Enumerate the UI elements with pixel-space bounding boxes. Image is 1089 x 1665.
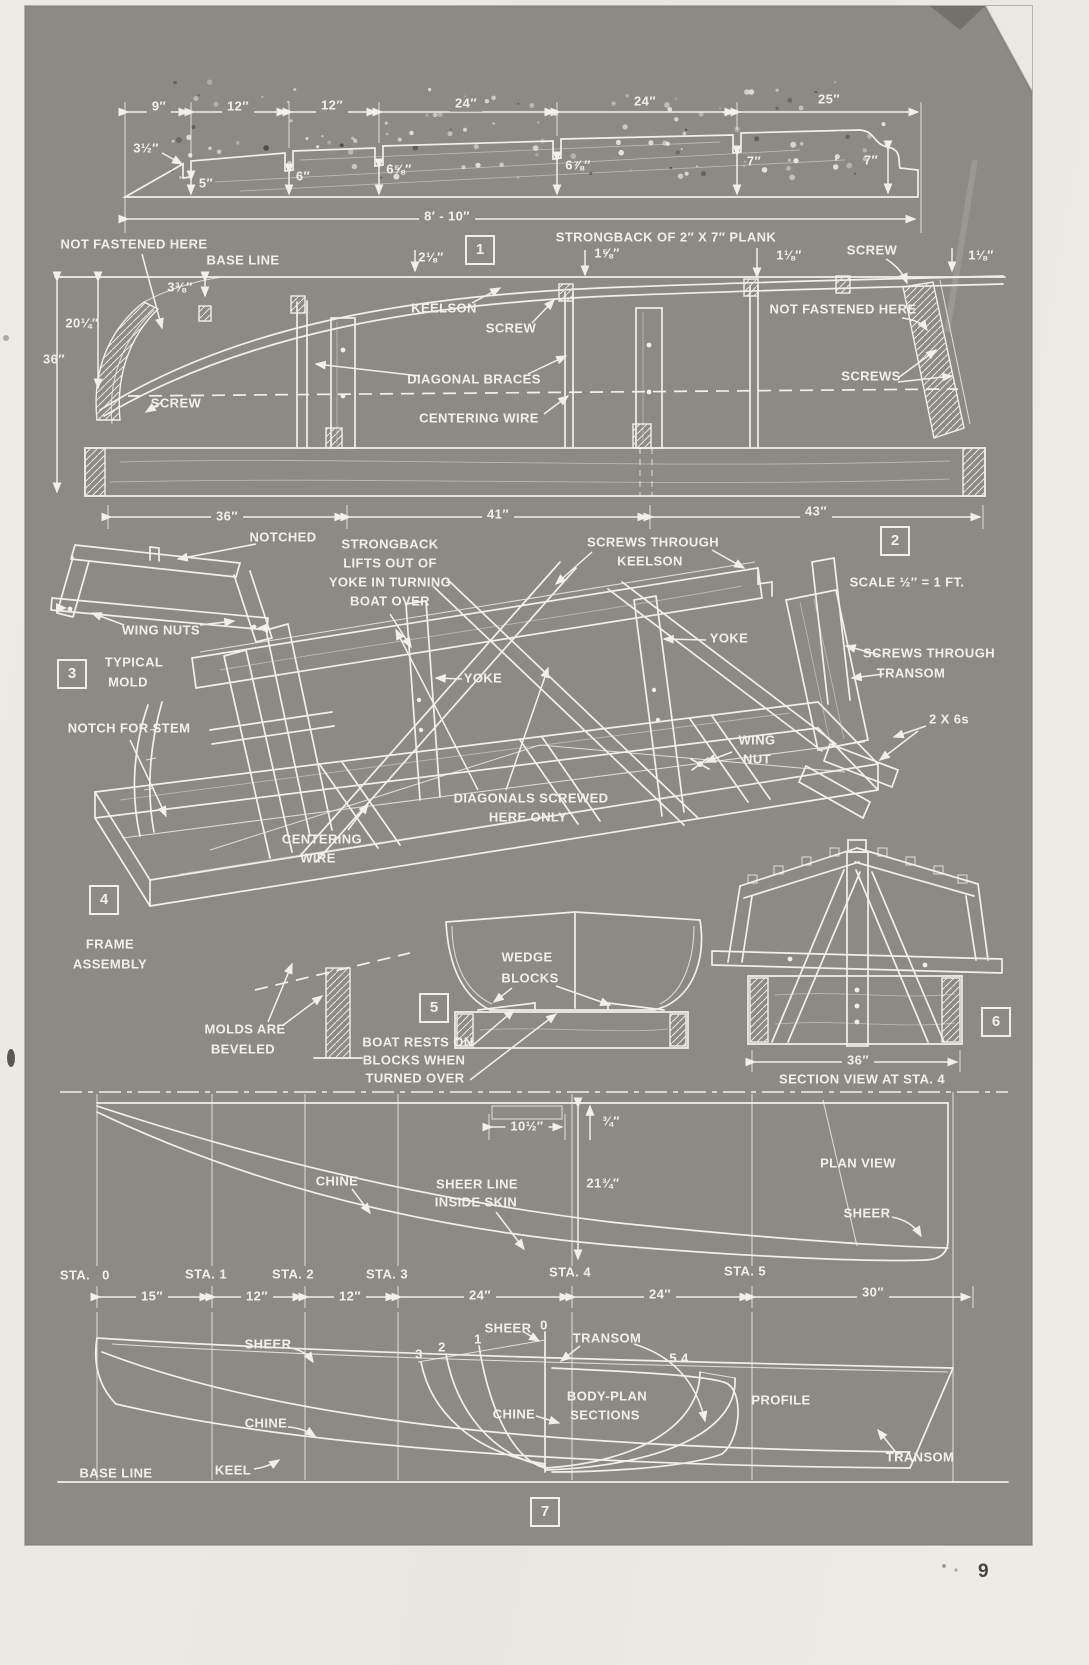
typical-mold-figure (50, 543, 273, 643)
lines-plan-figure (57, 1091, 1009, 1483)
page-number: 9 (978, 1561, 989, 1582)
section-view-figure (711, 839, 1003, 1072)
wedge-blocks-figure (254, 911, 703, 1081)
paper-specks (3, 335, 958, 1572)
plate-background (24, 5, 1033, 1546)
building-form-side-view (52, 248, 1006, 529)
strongback-plank-profile (118, 79, 922, 233)
frame-assembly-figure (94, 549, 927, 907)
